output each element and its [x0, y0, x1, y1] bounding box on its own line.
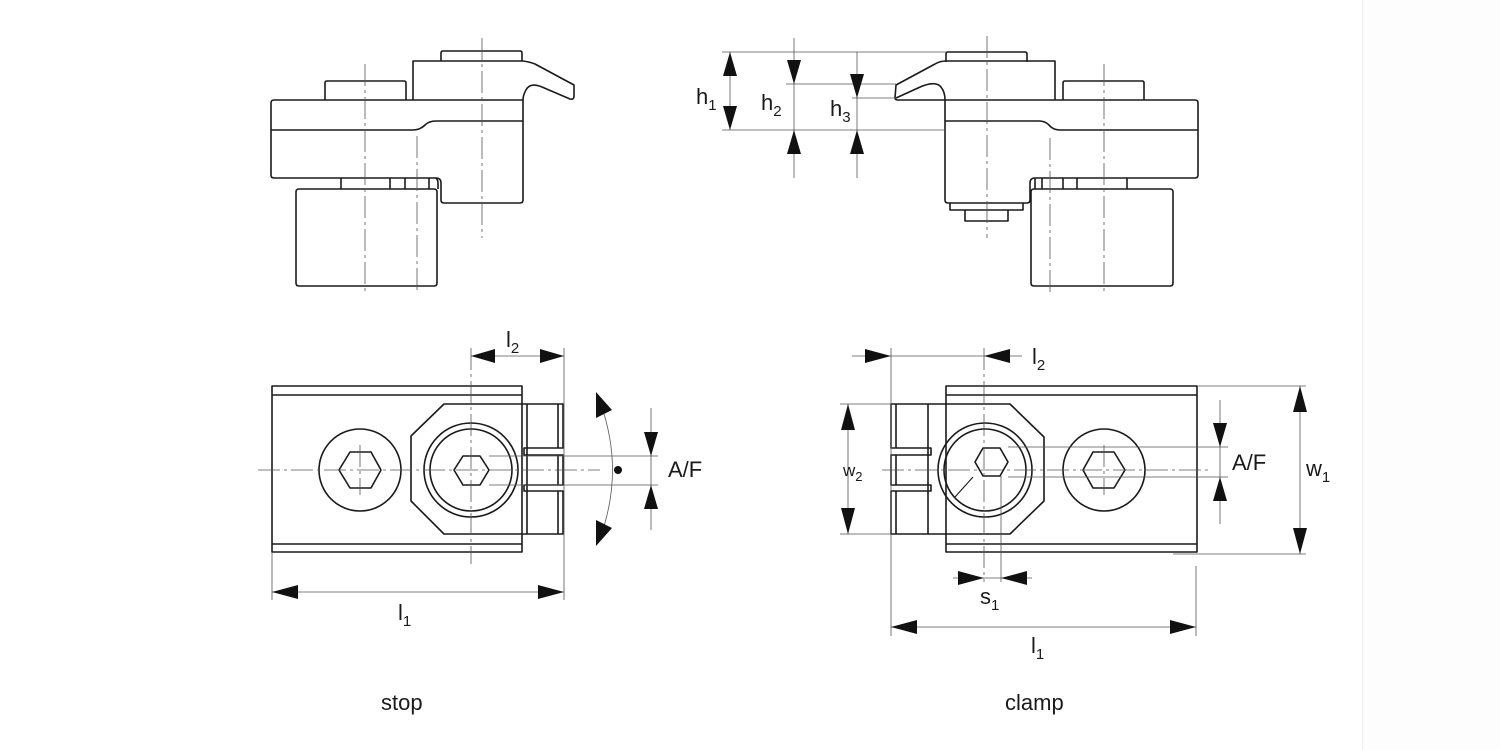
- clamp-af-label: A/F: [1232, 450, 1266, 475]
- stop-top-jaw-plate: [410, 403, 527, 535]
- stop-dim-l1-label: l1: [398, 600, 411, 630]
- right-margin-panel: [1362, 0, 1500, 750]
- clamp-dim-l1-label: l1: [1031, 633, 1044, 663]
- clamp-side-cap-right: [1062, 80, 1145, 100]
- stop-top-view: A/F l2 l1: [258, 327, 702, 630]
- stop-side-lower-block: [295, 188, 438, 287]
- stop-side-step-line: [271, 120, 523, 131]
- clamp-dim-w2-label: w2: [842, 461, 863, 484]
- clamp-top-jaw-plate: [928, 403, 1045, 535]
- clamp-top-jaw-fingers: [890, 403, 932, 535]
- stop-top-hex-left: [338, 451, 382, 489]
- clamp-side-cap-top: [945, 51, 1028, 62]
- stop-af-label: A/F: [668, 457, 702, 482]
- stop-side-cap-left: [324, 80, 407, 100]
- stop-top-hex-right: [453, 455, 490, 486]
- h-dimensions: h1 h2 h3: [696, 38, 946, 178]
- clamp-side-step-line: [945, 120, 1198, 131]
- dim-h3-label: h3: [830, 96, 851, 126]
- stop-top-jaw-fingers: [523, 403, 564, 535]
- clamp-side-view: h1 h2 h3: [696, 36, 1199, 294]
- clamp-top-base-plate: [945, 385, 1198, 553]
- stop-side-jaw: [522, 60, 575, 101]
- clamp-dim-s1-label: s1: [980, 584, 999, 614]
- stop-rotation-arc: [599, 401, 613, 539]
- clamp-side-jaw: [894, 60, 1056, 101]
- stop-side-raised-block: [412, 60, 523, 100]
- stop-side-main-body: [270, 99, 524, 204]
- stop-side-cap-right: [440, 50, 523, 61]
- stop-side-spacer: [340, 177, 439, 189]
- stop-side-view: [270, 38, 575, 292]
- clamp-side-main-body: [944, 99, 1199, 204]
- clamp-dim-w1-label: w1: [1305, 456, 1330, 486]
- stop-top-base-plate: [271, 385, 523, 553]
- clamp-caption: clamp: [1005, 690, 1064, 715]
- dim-h1-label: h1: [696, 84, 717, 114]
- stop-dim-l2-label: l2: [506, 327, 519, 357]
- clamp-side-nut: [949, 203, 1024, 222]
- dim-h2-label: h2: [761, 90, 782, 120]
- stop-pivot-point: [614, 466, 622, 474]
- clamp-top-hex-left: [974, 447, 1009, 477]
- clamp-top-view: A/F w1 w2 l2 s1 l1: [840, 344, 1330, 663]
- stop-caption: stop: [381, 690, 423, 715]
- clamp-side-lower-block: [1030, 188, 1174, 287]
- clamp-dim-l2-label: l2: [1032, 344, 1045, 374]
- clamp-side-spacer: [1034, 178, 1128, 189]
